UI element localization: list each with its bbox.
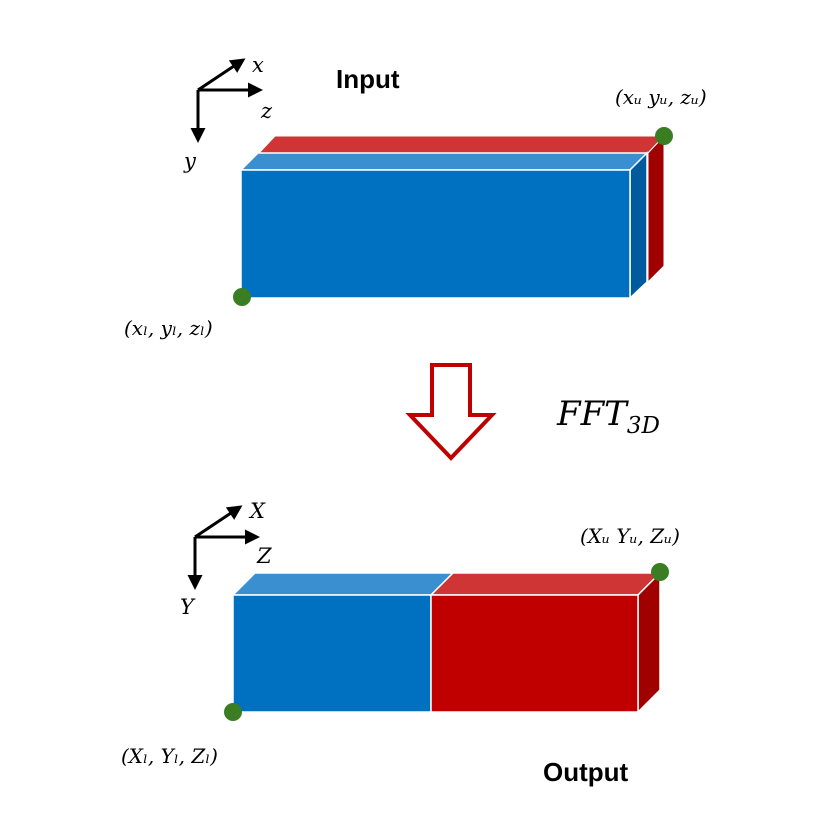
input-upper-corner-label: (xᵤ yᵤ, zᵤ) bbox=[615, 85, 707, 109]
input-axis-y-label: y bbox=[183, 149, 197, 173]
input-axis-z-label: z bbox=[260, 99, 273, 123]
output-axis-z-label: Z bbox=[256, 544, 272, 568]
input-lower-corner-dot bbox=[233, 288, 251, 306]
output-red-block bbox=[429, 571, 662, 714]
input-panel: x z y Input (xᵤ yᵤ, zᵤ) (xₗ, yₗ, zₗ) bbox=[124, 53, 707, 340]
input-axis-x-label: x bbox=[252, 53, 264, 77]
output-axis-y-label: Y bbox=[180, 595, 196, 619]
input-title: Input bbox=[336, 64, 400, 94]
input-lower-corner-label: (xₗ, yₗ, zₗ) bbox=[124, 316, 213, 340]
output-panel: X Z Y (Xᵤ Yᵤ, Zᵤ) (Xₗ, Yₗ, Zₗ) Output bbox=[121, 499, 680, 787]
output-lower-corner-label: (Xₗ, Yₗ, Zₗ) bbox=[121, 744, 218, 768]
output-blue-block bbox=[231, 572, 455, 713]
input-upper-corner-dot bbox=[655, 127, 673, 145]
output-title: Output bbox=[543, 757, 629, 787]
output-axis-x-label: X bbox=[248, 499, 266, 523]
output-axes-icon: X Z Y bbox=[180, 499, 272, 619]
output-upper-corner-label: (Xᵤ Yᵤ, Zᵤ) bbox=[580, 524, 680, 548]
down-arrow-icon bbox=[405, 363, 497, 461]
output-upper-corner-dot bbox=[651, 563, 669, 581]
input-blue-box bbox=[239, 151, 649, 300]
output-lower-corner-dot bbox=[224, 703, 242, 721]
input-axes-icon: x z y bbox=[183, 53, 273, 173]
transform-section: FFT3D bbox=[405, 363, 660, 461]
fft-label: FFT3D bbox=[556, 394, 660, 439]
